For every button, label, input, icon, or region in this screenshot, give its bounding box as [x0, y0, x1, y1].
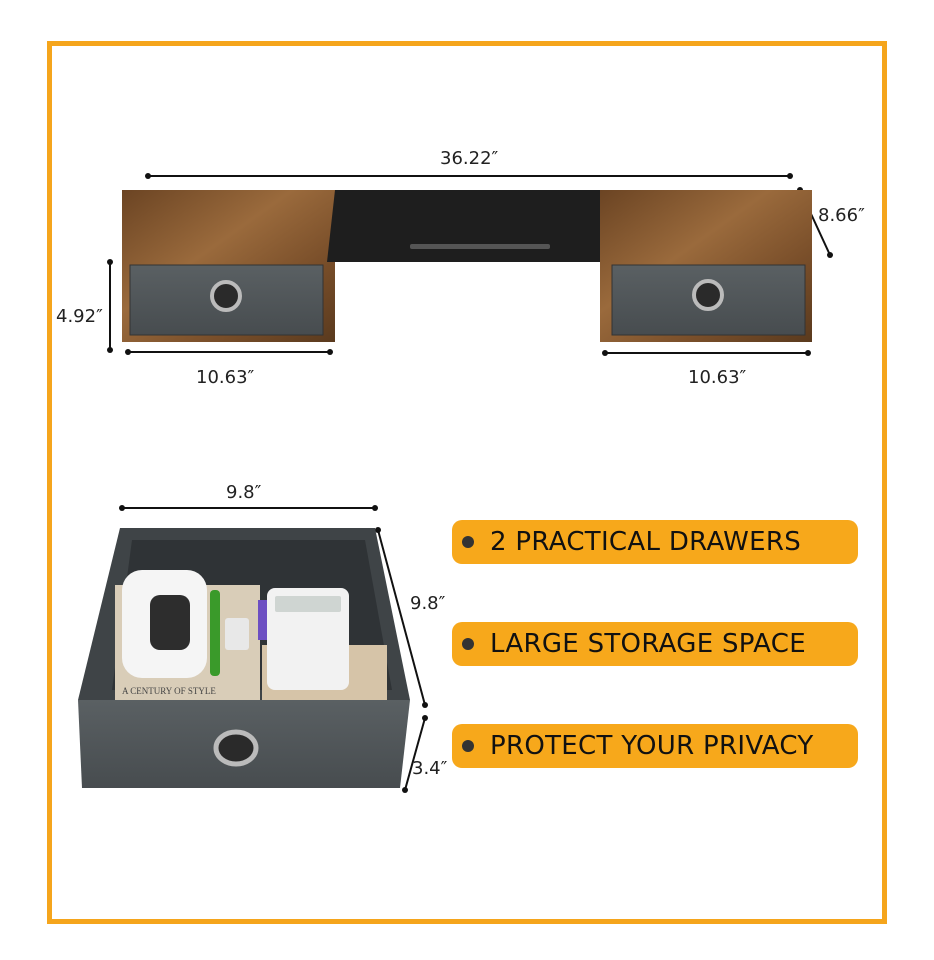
feature-label: LARGE STORAGE SPACE — [490, 629, 806, 659]
feature-label: PROTECT YOUR PRIVACY — [490, 731, 814, 761]
feature-badge: 2 PRACTICAL DRAWERS — [452, 520, 858, 564]
total-width-label: 36.22″ — [440, 148, 499, 169]
feature-label: 2 PRACTICAL DRAWERS — [490, 527, 802, 557]
feature-badge: PROTECT YOUR PRIVACY — [452, 724, 858, 768]
left-drawer-width-label: 10.63″ — [196, 367, 255, 388]
monitor-stand — [122, 190, 812, 342]
bullet-icon — [462, 536, 474, 548]
bullet-icon — [462, 740, 474, 752]
drawer-height-label: 3.4″ — [412, 758, 448, 779]
right-drawer-width-label: 10.63″ — [688, 367, 747, 388]
depth-label: 8.66″ — [818, 205, 865, 226]
fabric-drawer: A CENTURY OF STYLE — [78, 528, 410, 788]
dimension-lines — [109, 175, 831, 791]
book-title: A CENTURY OF STYLE — [122, 686, 216, 696]
feature-badge: LARGE STORAGE SPACE — [452, 622, 858, 666]
bullet-icon — [462, 638, 474, 650]
orange-frame — [47, 41, 887, 924]
drawer-width-label: 9.8″ — [226, 482, 262, 503]
drawer-depth-label: 9.8″ — [410, 593, 446, 614]
height-label: 4.92″ — [56, 306, 103, 327]
